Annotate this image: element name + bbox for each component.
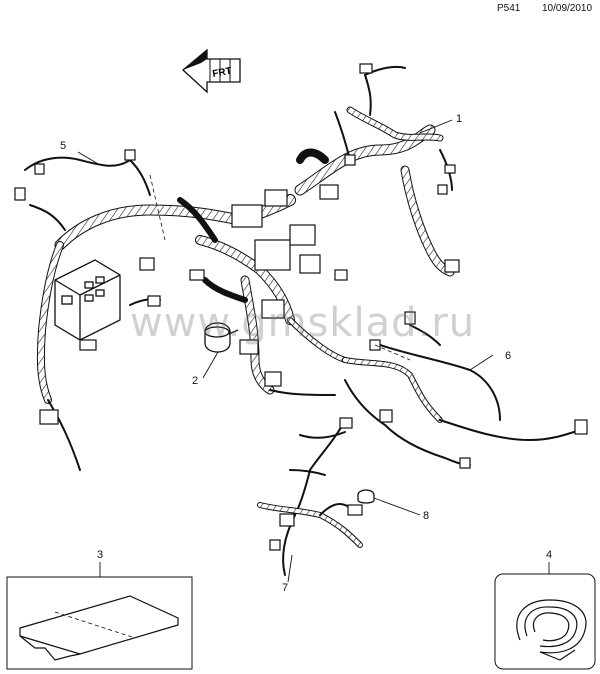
harness-1: [294, 63, 460, 277]
watermark: www.gmsklad.ru: [130, 300, 476, 346]
callout-5: 5: [60, 140, 67, 152]
harness-7: [257, 417, 363, 576]
callout-8: 8: [423, 510, 430, 522]
fuse-block: [54, 259, 121, 341]
callout-1: 1: [456, 113, 463, 125]
callout-6: 6: [505, 350, 512, 362]
page-code: P541: [497, 3, 521, 14]
callout-leaders: [77, 119, 550, 583]
front-arrow-label: FRT: [212, 66, 233, 80]
part-8-grommet: [357, 489, 375, 504]
front-arrow-icon: FRT: [182, 48, 241, 94]
page-date: 10/09/2010: [542, 3, 593, 14]
part-3-box: [6, 576, 193, 670]
harness-6: [342, 311, 588, 469]
main-harness-body: [129, 148, 348, 396]
callout-2: 2: [192, 375, 199, 387]
callout-3: 3: [97, 549, 104, 561]
guide-lines: [149, 174, 411, 361]
callout-4: 4: [546, 549, 553, 561]
part-4-box: [494, 573, 596, 670]
harness-5: [14, 149, 246, 471]
callout-7: 7: [282, 582, 289, 594]
part-2-clip: [204, 322, 239, 353]
